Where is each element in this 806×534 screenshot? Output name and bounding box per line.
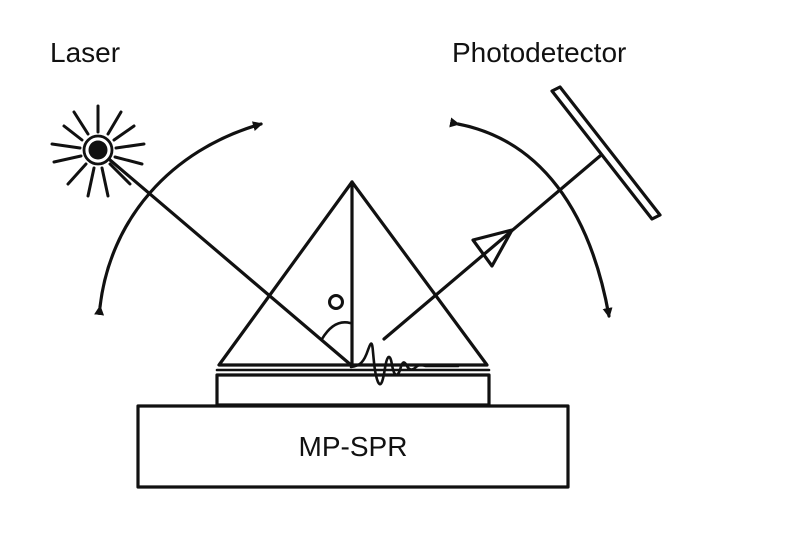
reflected-beam: [382, 154, 602, 341]
laser-label: Laser: [50, 37, 120, 68]
photodetector-icon: [550, 85, 662, 221]
photodetector-label: Photodetector: [452, 37, 626, 68]
instrument-base: [136, 404, 570, 489]
laser-angle-arc: [94, 121, 263, 316]
laser-sunburst-icon: [50, 104, 146, 198]
angle-marker: [328, 294, 344, 310]
surface-plasmon-wave: [349, 342, 460, 386]
instrument-label: MP-SPR: [299, 431, 408, 462]
angle-theta-icon: [320, 321, 352, 341]
incident-beam: [108, 158, 353, 367]
sensor-slide: [215, 373, 491, 407]
photodetector-angle-arc: [449, 117, 613, 318]
